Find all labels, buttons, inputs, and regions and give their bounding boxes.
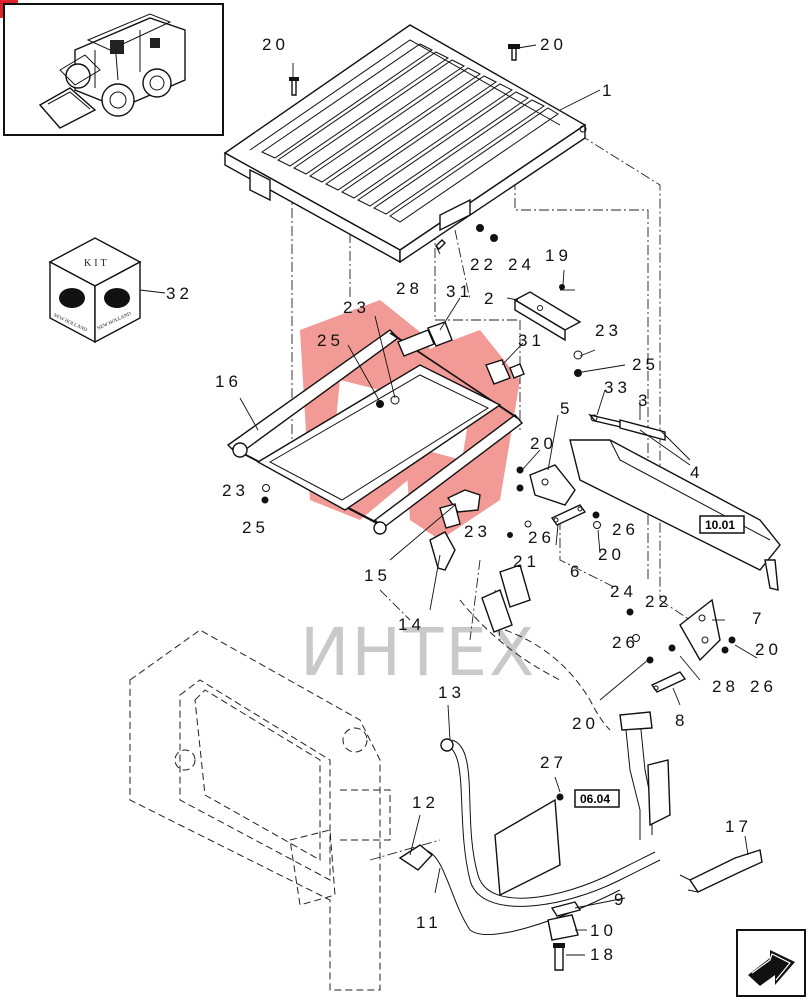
label-1: 1	[602, 81, 615, 100]
label-13: 13	[438, 683, 465, 702]
label-23d: 23	[464, 522, 491, 541]
label-10: 10	[590, 921, 617, 940]
label-6: 6	[570, 562, 583, 581]
support-panel	[569, 439, 781, 591]
link-8	[650, 671, 687, 693]
leader-lines	[139, 44, 758, 956]
gas-strut	[588, 413, 666, 441]
label-25a: 25	[317, 331, 344, 350]
label-14: 14	[398, 615, 425, 634]
fitting-14	[429, 531, 456, 571]
fitting-31b	[485, 359, 525, 385]
hose-fittings-mid	[481, 564, 531, 633]
link-6	[550, 504, 587, 526]
label-31b: 31	[518, 331, 545, 350]
label-20e: 20	[755, 640, 782, 659]
label-20c: 20	[530, 434, 557, 453]
pipe-13	[440, 738, 661, 907]
label-16: 16	[215, 372, 242, 391]
reference-box-2[interactable]: 06.04	[574, 789, 620, 808]
clip-9	[550, 901, 582, 917]
label-22a: 22	[470, 255, 497, 274]
label-23c: 23	[222, 481, 249, 500]
label-28b: 28	[712, 677, 739, 696]
label-20b: 20	[540, 35, 567, 54]
label-19: 19	[545, 246, 572, 265]
radiator-frame	[226, 329, 524, 535]
label-28a: 28	[396, 279, 423, 298]
ref-label-2: 06.04	[580, 792, 610, 806]
clip-10	[547, 914, 579, 941]
grille-panel	[223, 24, 587, 264]
label-24b: 24	[610, 582, 637, 601]
label-20f: 20	[572, 714, 599, 733]
callout-labels: 1 2 3 4 5 6 7 8 9 10 11 12 13 14 15 16 1…	[166, 35, 782, 964]
reference-box-1[interactable]: 10.01	[699, 515, 745, 534]
label-26b: 26	[528, 528, 555, 547]
label-9: 9	[614, 890, 627, 909]
tube-bundle	[619, 711, 671, 840]
label-26a: 26	[612, 520, 639, 539]
bracket-7	[679, 598, 721, 662]
bolt-18	[553, 943, 565, 971]
label-25b: 25	[632, 355, 659, 374]
label-3: 3	[638, 391, 651, 410]
label-33: 33	[604, 378, 631, 397]
label-23a: 23	[343, 298, 370, 317]
ref-label-1: 10.01	[705, 518, 735, 532]
label-27: 27	[540, 753, 567, 772]
label-12: 12	[412, 793, 439, 812]
label-15: 15	[364, 566, 391, 585]
construction-lines	[291, 134, 691, 861]
label-18: 18	[590, 945, 617, 964]
label-32: 32	[166, 284, 193, 303]
label-20a: 20	[262, 35, 289, 54]
kit-box: KIT NEW HOLLAND NEW HOLLAND	[48, 237, 142, 344]
label-31a: 31	[446, 282, 473, 301]
fitting-15	[439, 489, 481, 529]
bracket-plate-lower	[494, 798, 561, 897]
label-8: 8	[675, 711, 688, 730]
next-page-button[interactable]	[736, 929, 806, 997]
label-25c: 25	[242, 518, 269, 537]
fitting-31a	[397, 321, 453, 357]
label-11: 11	[416, 913, 442, 932]
label-26c: 26	[612, 633, 639, 652]
loader-thumbnail	[3, 3, 224, 136]
bracket-5	[529, 464, 576, 506]
label-23b: 23	[595, 321, 622, 340]
hardware	[261, 44, 736, 801]
label-21: 21	[513, 552, 540, 571]
label-17: 17	[725, 817, 752, 836]
label-5: 5	[560, 399, 573, 418]
label-7: 7	[752, 609, 765, 628]
label-22b: 22	[645, 592, 672, 611]
bracket-2	[513, 291, 582, 342]
label-24a: 24	[508, 255, 535, 274]
kit-title: KIT	[84, 258, 110, 269]
label-26d: 26	[750, 677, 777, 696]
label-4: 4	[690, 463, 703, 482]
wrench-17	[679, 849, 763, 893]
fitting-12	[398, 844, 434, 871]
label-20d: 20	[598, 545, 625, 564]
label-2: 2	[484, 289, 497, 308]
chassis-outline	[129, 629, 391, 991]
